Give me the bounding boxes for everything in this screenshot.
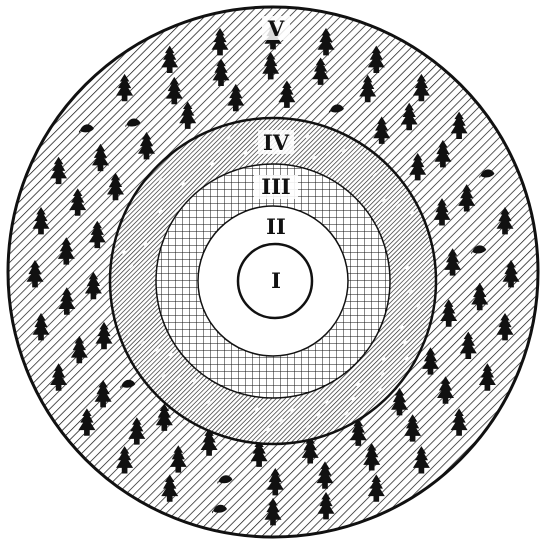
ring-label-iii: III — [261, 174, 290, 199]
ring-label-i: I — [271, 268, 281, 293]
ring-label-v: V — [267, 16, 285, 41]
ring-label-ii: II — [266, 214, 286, 239]
ring-label-iv: IV — [263, 130, 290, 155]
